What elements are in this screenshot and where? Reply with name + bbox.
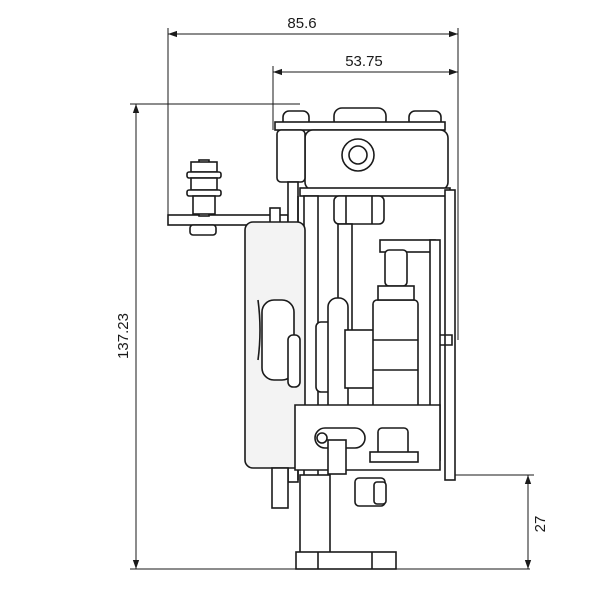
center-nut <box>333 195 385 225</box>
left-housing <box>244 221 306 469</box>
left-bolt <box>186 159 222 217</box>
dimension-width-total: 85.6 <box>167 15 459 340</box>
left-bracket <box>167 207 289 236</box>
dimension-height-bottom-label: 27 <box>532 516 549 533</box>
dimension-width-partial: 53.75 <box>272 53 458 130</box>
foot <box>271 467 397 570</box>
lower-bracket <box>294 404 441 475</box>
roller-cluster <box>315 249 419 419</box>
top-housing <box>299 129 451 197</box>
dimension-height-bottom: 27 <box>452 474 549 569</box>
dimension-width-total-label: 85.6 <box>287 15 316 32</box>
dimension-height-total-label: 137.23 <box>115 313 132 359</box>
dimension-width-partial-label: 53.75 <box>345 53 383 70</box>
mechanical-assembly <box>167 107 456 570</box>
top-plate <box>274 121 446 131</box>
right-frame <box>379 189 456 481</box>
